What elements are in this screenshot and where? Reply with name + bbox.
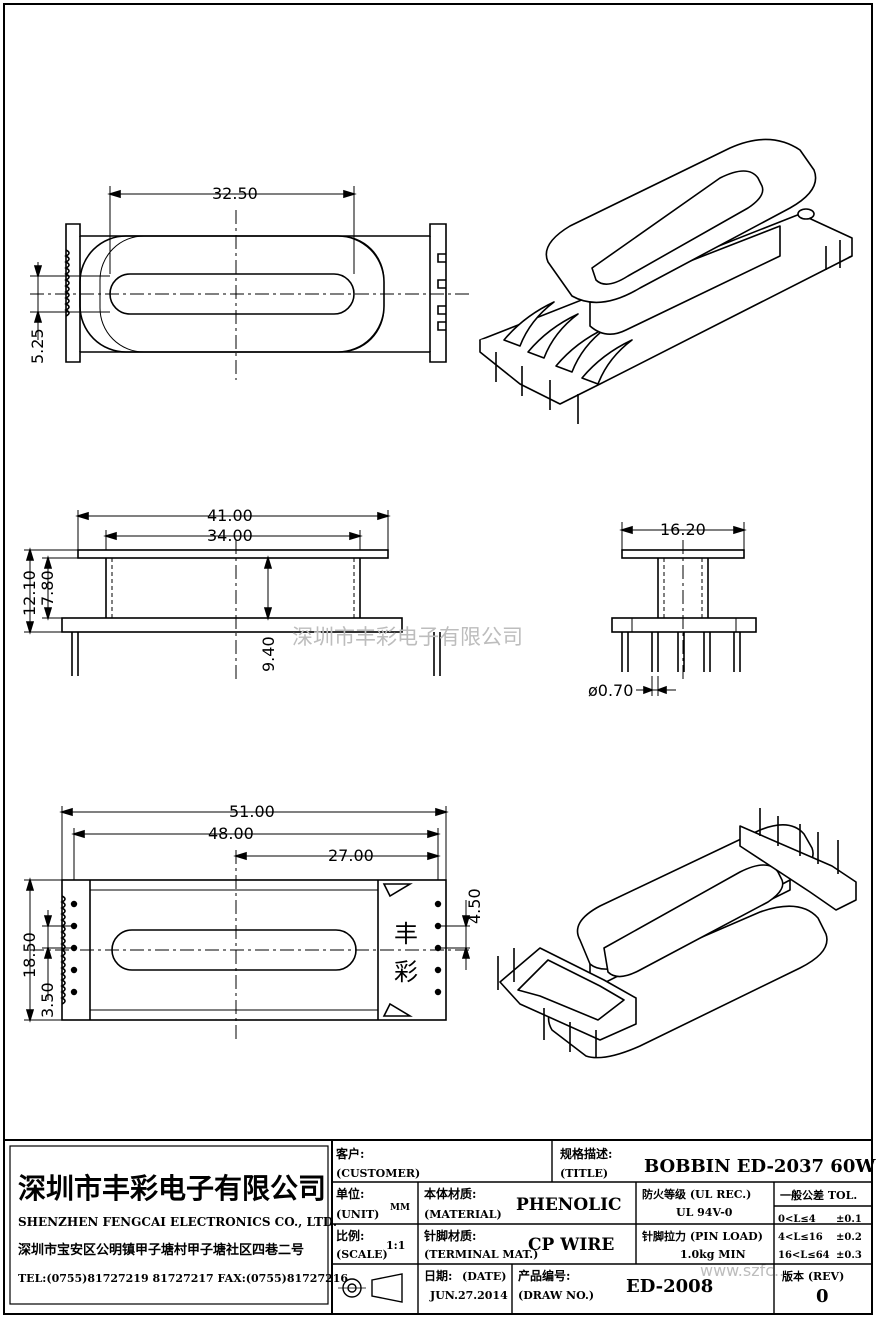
tol-row-2-range: 4<L≤16 [778,1232,823,1243]
material-value: PHENOLIC [516,1195,622,1215]
company-address: 深圳市宝安区公明镇甲子塘村甲子塘社区四巷二号 [18,1242,304,1258]
tol-label: 一般公差 TOL. [780,1188,857,1202]
dim-front-flange: 7.80 [38,570,57,606]
unit-label-en: (UNIT) [336,1208,379,1221]
date-label-cn: 日期: [424,1268,452,1283]
scale-label-en: (SCALE) [336,1248,388,1261]
customer-label-en: (CUSTOMER) [336,1167,420,1180]
dim-front-height: 12.10 [20,570,39,616]
tol-row-2-value: ±0.2 [836,1232,862,1243]
unit-value: MM [390,1203,410,1213]
dim-bottom-overall: 51.00 [229,802,275,821]
dim-bottom-height: 18.50 [20,932,39,978]
dim-side-width: 16.20 [660,520,706,539]
draw-label-cn: 产品编号: [518,1268,570,1283]
terminal-label-cn: 针脚材质: [424,1228,476,1243]
material-label-en: (MATERIAL) [424,1208,502,1221]
pin-load-label: 针脚拉力 (PIN LOAD) [642,1229,763,1243]
watermark-url: www.szfc... [700,1261,789,1280]
date-label-en: (DATE) [462,1270,506,1283]
company-contact: TEL:(0755)81727219 81727217 FAX:(0755)81… [18,1272,348,1285]
tol-row-1-value: ±0.1 [836,1214,862,1225]
dim-top-width: 32.50 [212,184,258,203]
fire-value: UL 94V-0 [676,1206,733,1219]
dim-bottom-27: 27.00 [328,846,374,865]
scale-value: 1:1 [386,1239,405,1252]
title-block [3,1139,873,1315]
embossed-feng: 丰 [394,920,418,948]
company-name: 深圳市丰彩电子有限公司 [18,1172,326,1205]
dim-front-inner: 34.00 [207,526,253,545]
material-label-cn: 本体材质: [424,1186,476,1201]
iso-view-bottom [497,808,857,1059]
tol-row-1-range: 0<L≤4 [778,1214,816,1225]
embossed-cai: 彩 [394,958,418,986]
draw-value: ED-2008 [626,1276,713,1297]
iso-view-top [479,138,853,424]
draw-label-en: (DRAW NO.) [518,1289,594,1302]
rev-label: 版本 (REV) [782,1269,844,1283]
date-value: JUN.27.2014 [429,1289,508,1302]
top-view [30,186,470,380]
watermark: 深圳市丰彩电子有限公司 [292,625,523,649]
customer-label-cn: 客户: [335,1146,364,1161]
dim-bottom-350: 3.50 [38,982,57,1018]
tol-row-3-value: ±0.3 [836,1250,862,1261]
dim-bottom-48: 48.00 [208,824,254,843]
tol-row-3-range: 16<L≤64 [778,1250,830,1261]
fire-label: 防火等级 (UL REC.) [642,1187,751,1201]
scale-label-cn: 比例: [336,1228,364,1243]
company-english: SHENZHEN FENGCAI ELECTRONICS CO., LTD. [18,1215,337,1229]
dim-front-overall: 41.00 [207,506,253,525]
terminal-label-en: (TERMINAL MAT.) [424,1248,538,1261]
bottom-view [24,806,471,1040]
dim-bottom-pitch: 4.50 [465,888,484,924]
terminal-value: CP WIRE [528,1235,614,1255]
dim-front-pin: 9.40 [259,636,278,672]
title-label-en: (TITLE) [560,1167,608,1180]
unit-label-cn: 单位: [336,1186,364,1201]
dim-pin-dia: ø0.70 [588,681,633,700]
title-label-cn: 规格描述: [560,1146,612,1161]
rev-value: 0 [816,1286,829,1307]
side-view [611,522,757,696]
dim-top-slot: 5.25 [28,328,47,364]
title-value: BOBBIN ED-2037 60W [644,1156,876,1177]
pin-load-value: 1.0kg MIN [680,1248,746,1261]
front-view [24,510,441,680]
